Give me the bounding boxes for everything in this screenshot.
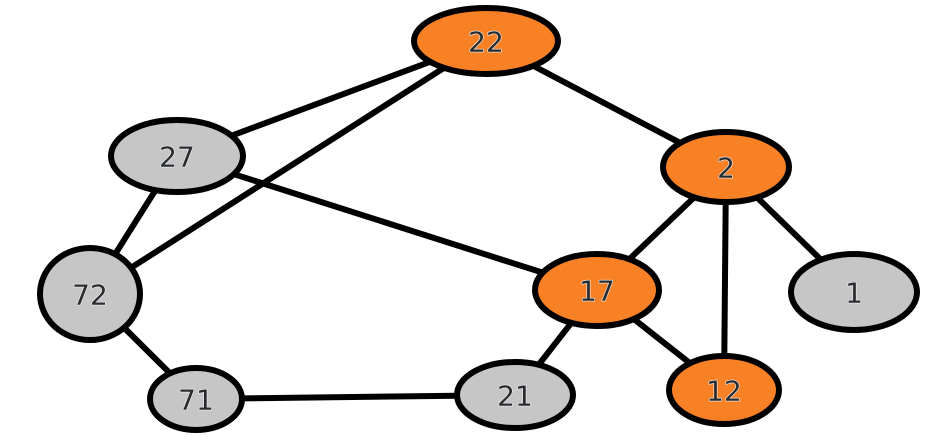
graph-node-shape-27[interactable] <box>108 117 246 195</box>
graph-node-shape-17[interactable] <box>532 251 662 329</box>
graph-edge-2-1 <box>754 194 824 263</box>
graph-edge-27-72 <box>112 187 159 258</box>
graph-node-shape-72[interactable] <box>37 245 143 343</box>
graph-node-17[interactable]: 17 <box>532 251 662 329</box>
graph-edge-2-12 <box>721 198 729 360</box>
node-layer: 22 27 2 72 17 1 71 21 12 <box>37 5 920 433</box>
graph-node-shape-21[interactable] <box>454 359 576 431</box>
graph-edge-22-2 <box>530 62 684 146</box>
graph-node-21[interactable]: 21 <box>454 359 576 431</box>
graph-node-shape-1[interactable] <box>788 251 920 333</box>
graph-edge-2-17 <box>626 194 698 263</box>
graph-node-22[interactable]: 22 <box>411 5 561 77</box>
graph-node-12[interactable]: 12 <box>666 353 782 427</box>
graph-edge-72-71 <box>121 324 174 377</box>
graph-edge-27-17 <box>230 171 546 276</box>
graph-node-shape-2[interactable] <box>660 129 792 205</box>
graph-edge-17-21 <box>535 319 575 368</box>
graph-node-27[interactable]: 27 <box>108 117 246 195</box>
graph-edge-71-21 <box>238 392 461 402</box>
graph-node-shape-22[interactable] <box>411 5 561 77</box>
graph-node-shape-12[interactable] <box>666 353 782 427</box>
graph-node-shape-71[interactable] <box>147 365 245 433</box>
graph-node-2[interactable]: 2 <box>660 129 792 205</box>
graph-node-1[interactable]: 1 <box>788 251 920 333</box>
graph-edge-22-27 <box>228 58 434 139</box>
graph-edge-22-72 <box>128 64 448 271</box>
edge-layer <box>112 58 824 402</box>
graph-edge-17-12 <box>630 315 694 367</box>
graph-node-72[interactable]: 72 <box>37 245 143 343</box>
graph-node-71[interactable]: 71 <box>147 365 245 433</box>
